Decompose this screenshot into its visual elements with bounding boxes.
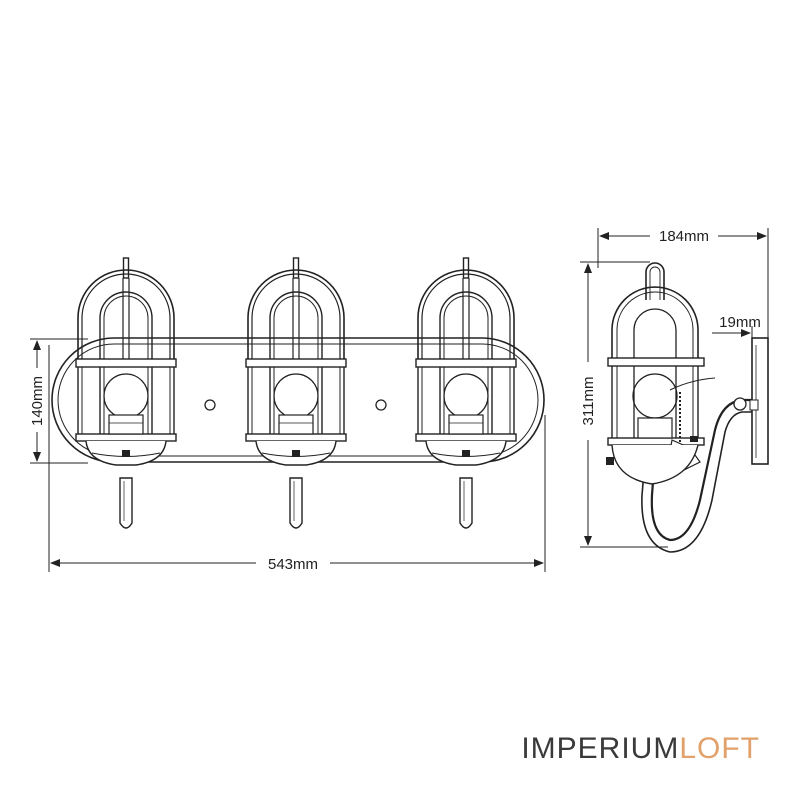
front-view	[51, 257, 545, 529]
screw-hole	[204, 399, 216, 411]
height-label: 311mm	[580, 377, 597, 426]
logo-part1: IMPERIUM	[521, 732, 680, 765]
height-dimension: 311mm	[580, 261, 668, 548]
logo-part2: LOFT	[679, 732, 760, 765]
side-view	[606, 262, 769, 553]
plate-depth-label: 19mm	[719, 314, 761, 331]
plate-depth-dimension: 19mm	[712, 314, 761, 340]
backplate-height-dimension: 140mm	[29, 338, 88, 464]
backplate-height-label: 140mm	[29, 376, 46, 426]
brand-logo: IMPERIUMLOFT	[521, 732, 760, 766]
width-dimension: 543mm	[48, 345, 546, 573]
screw-hole	[375, 399, 387, 411]
depth-dimension: 184mm	[597, 228, 769, 338]
depth-label: 184mm	[659, 228, 709, 245]
width-label: 543mm	[268, 556, 318, 573]
